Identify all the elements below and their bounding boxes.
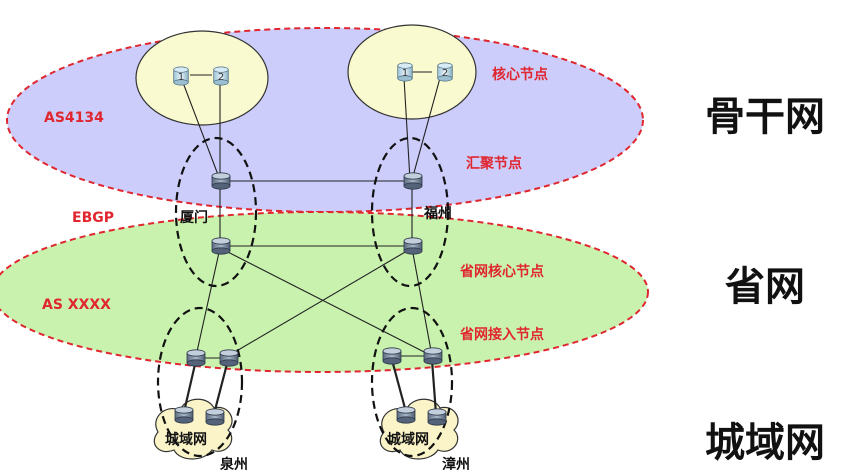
prov-core-router-xiamen <box>211 237 231 255</box>
metro-router-right-1 <box>396 406 416 424</box>
metro-right-label: 城域网 <box>387 431 429 448</box>
asxxxx-label: AS XXXX <box>42 297 111 313</box>
metro-title: 城域网 <box>705 420 825 466</box>
xiamen-label: 厦门 <box>180 209 208 226</box>
agg-router-fuzhou <box>403 172 423 190</box>
metro-cloud-right <box>379 398 459 460</box>
metro-cloud-left <box>153 398 233 460</box>
core-node-label: 核心节点 <box>492 66 548 83</box>
core-circle-left <box>135 30 269 126</box>
prov-access-label: 省网接入节点 <box>459 326 544 343</box>
province-title: 省网 <box>725 264 805 310</box>
quanzhou-label: 泉州 <box>220 456 248 470</box>
links <box>181 71 441 415</box>
zhangzhou-label: 漳州 <box>442 456 470 470</box>
access-router-right-1 <box>382 347 402 365</box>
province-region <box>0 211 649 373</box>
access-router-right-2 <box>423 347 443 365</box>
access-router-left-2 <box>219 349 239 367</box>
as4134-label: AS4134 <box>44 110 104 126</box>
metro-router-right-2 <box>427 408 447 426</box>
core-right-2-label: 2 <box>442 68 448 79</box>
ebgp-label: EBGP <box>72 210 114 226</box>
fuzhou-label: 福州 <box>423 205 452 222</box>
core-right-1-label: 1 <box>402 68 408 79</box>
metro-router-left-1 <box>174 406 194 424</box>
backbone-title: 骨干网 <box>705 94 825 140</box>
core-left-1-label: 1 <box>178 72 184 83</box>
metro-router-left-2 <box>205 408 225 426</box>
core-left-2-label: 2 <box>218 72 224 83</box>
agg-router-xiamen <box>211 172 231 190</box>
prov-core-router-fuzhou <box>403 237 423 255</box>
access-router-left-1 <box>186 349 206 367</box>
metro-left-label: 城域网 <box>165 431 207 448</box>
dashed-groups <box>156 136 454 458</box>
prov-core-label: 省网核心节点 <box>459 263 544 280</box>
agg-node-label: 汇聚节点 <box>466 155 522 172</box>
